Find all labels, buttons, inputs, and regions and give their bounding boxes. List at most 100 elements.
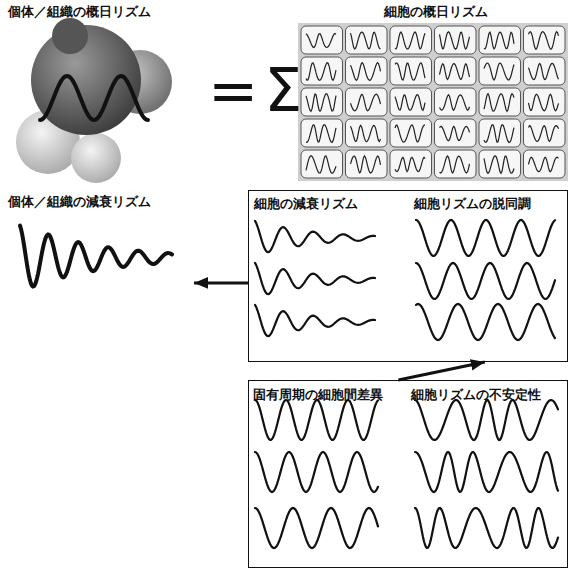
cell-wave	[440, 156, 470, 173]
cell-wave	[306, 156, 336, 174]
cell-outline	[479, 88, 521, 116]
cell-wave	[484, 63, 514, 80]
cell-outline	[479, 119, 521, 147]
cell-outline	[479, 26, 521, 54]
cell	[346, 88, 388, 116]
rhythm-wave	[416, 263, 555, 299]
cell-outline	[346, 150, 388, 178]
cell-outline	[390, 119, 432, 147]
sum-symbol: =Σ	[208, 60, 308, 120]
rhythm-wave	[416, 220, 555, 256]
cell-wave	[529, 94, 559, 111]
rhythm-wave	[255, 508, 378, 548]
rhythm-wave	[415, 452, 558, 492]
box-heading: 個体／組織の減衰リズム	[8, 194, 151, 210]
cell-outline	[479, 150, 521, 178]
cell	[346, 119, 388, 147]
rhythm-wave	[40, 76, 148, 120]
cell	[524, 150, 566, 178]
cell	[301, 119, 343, 147]
cell	[479, 88, 521, 116]
box-heading: 固有周期の細胞間差異	[253, 387, 383, 403]
arrow-connector	[194, 281, 248, 284]
rhythm-wave	[255, 452, 378, 492]
tissue-picture	[16, 18, 172, 183]
cell	[390, 57, 432, 85]
rhythm-wave	[255, 263, 375, 294]
cell-wave	[351, 156, 381, 173]
cell-outline	[346, 26, 388, 54]
rhythm-wave	[255, 221, 375, 252]
cell	[390, 119, 432, 147]
result-panel: 個体／組織の減衰リズム	[6, 190, 194, 300]
cell-wave	[351, 94, 381, 111]
cell-wave	[484, 125, 514, 143]
cell-wave	[395, 63, 425, 80]
cell-wave	[440, 32, 470, 49]
cell-outline	[346, 88, 388, 116]
cell-wave	[440, 95, 470, 110]
cell	[346, 150, 388, 178]
cell-outline	[346, 57, 388, 85]
cell-wave	[395, 157, 425, 171]
cell-outline	[301, 119, 343, 147]
cell-wave	[351, 125, 381, 141]
cell-outline	[390, 57, 432, 85]
cell-wave	[484, 156, 514, 174]
rhythm-wave	[416, 304, 555, 340]
cell	[435, 150, 477, 178]
cell	[479, 57, 521, 85]
cell-outline	[524, 26, 566, 54]
cell-wave	[440, 126, 470, 140]
cell-wave	[351, 32, 381, 49]
cell	[479, 119, 521, 147]
cell	[346, 26, 388, 54]
cell-wave	[484, 32, 514, 49]
cell-wave	[529, 126, 559, 142]
rhythm-wave	[415, 508, 558, 548]
cell-outline	[435, 57, 477, 85]
cell-outline	[435, 26, 477, 54]
panel-title: 細胞の概日リズム	[384, 4, 488, 20]
cell-wave	[306, 94, 336, 112]
cell-outline	[346, 119, 388, 147]
cell-outline	[479, 57, 521, 85]
cell-wave	[351, 63, 381, 81]
cell-wave	[306, 34, 336, 48]
grid-ground	[298, 23, 568, 181]
cell-wave	[484, 94, 514, 112]
cell-wave	[529, 157, 559, 171]
cell	[524, 88, 566, 116]
cell-outline	[435, 150, 477, 178]
cell-outline	[435, 88, 477, 116]
rhythm-waves	[20, 76, 558, 548]
rhythm-wave	[255, 400, 378, 440]
cell	[435, 88, 477, 116]
cell	[435, 119, 477, 147]
cell-outline	[524, 57, 566, 85]
cell-wave	[440, 64, 470, 80]
box-heading: 細胞リズムの不安定性	[411, 387, 541, 403]
box-heading: 細胞の減衰リズム	[254, 196, 358, 212]
cell	[524, 26, 566, 54]
cell	[346, 57, 388, 85]
cause-box: 細胞の減衰リズム 細胞リズムの脱同調	[248, 190, 568, 362]
tissue-lobe	[52, 18, 88, 54]
cell-outline	[390, 88, 432, 116]
panel-title: 個体／組織の概日リズム	[8, 4, 151, 20]
cell-grid	[298, 23, 568, 181]
cell	[435, 57, 477, 85]
tissue-lobe	[71, 133, 121, 183]
rhythm-wave	[255, 305, 375, 336]
cell-outline	[390, 26, 432, 54]
cell	[390, 26, 432, 54]
cell-outline	[524, 150, 566, 178]
box-heading: 細胞リズムの脱同調	[414, 196, 531, 212]
cause-box: 固有周期の細胞間差異 細胞リズムの不安定性	[248, 380, 568, 568]
cell-wave	[529, 63, 559, 79]
cell	[524, 119, 566, 147]
cell	[435, 26, 477, 54]
arrow-connector	[398, 362, 484, 380]
cell	[301, 26, 343, 54]
rhythm-wave	[415, 400, 558, 440]
